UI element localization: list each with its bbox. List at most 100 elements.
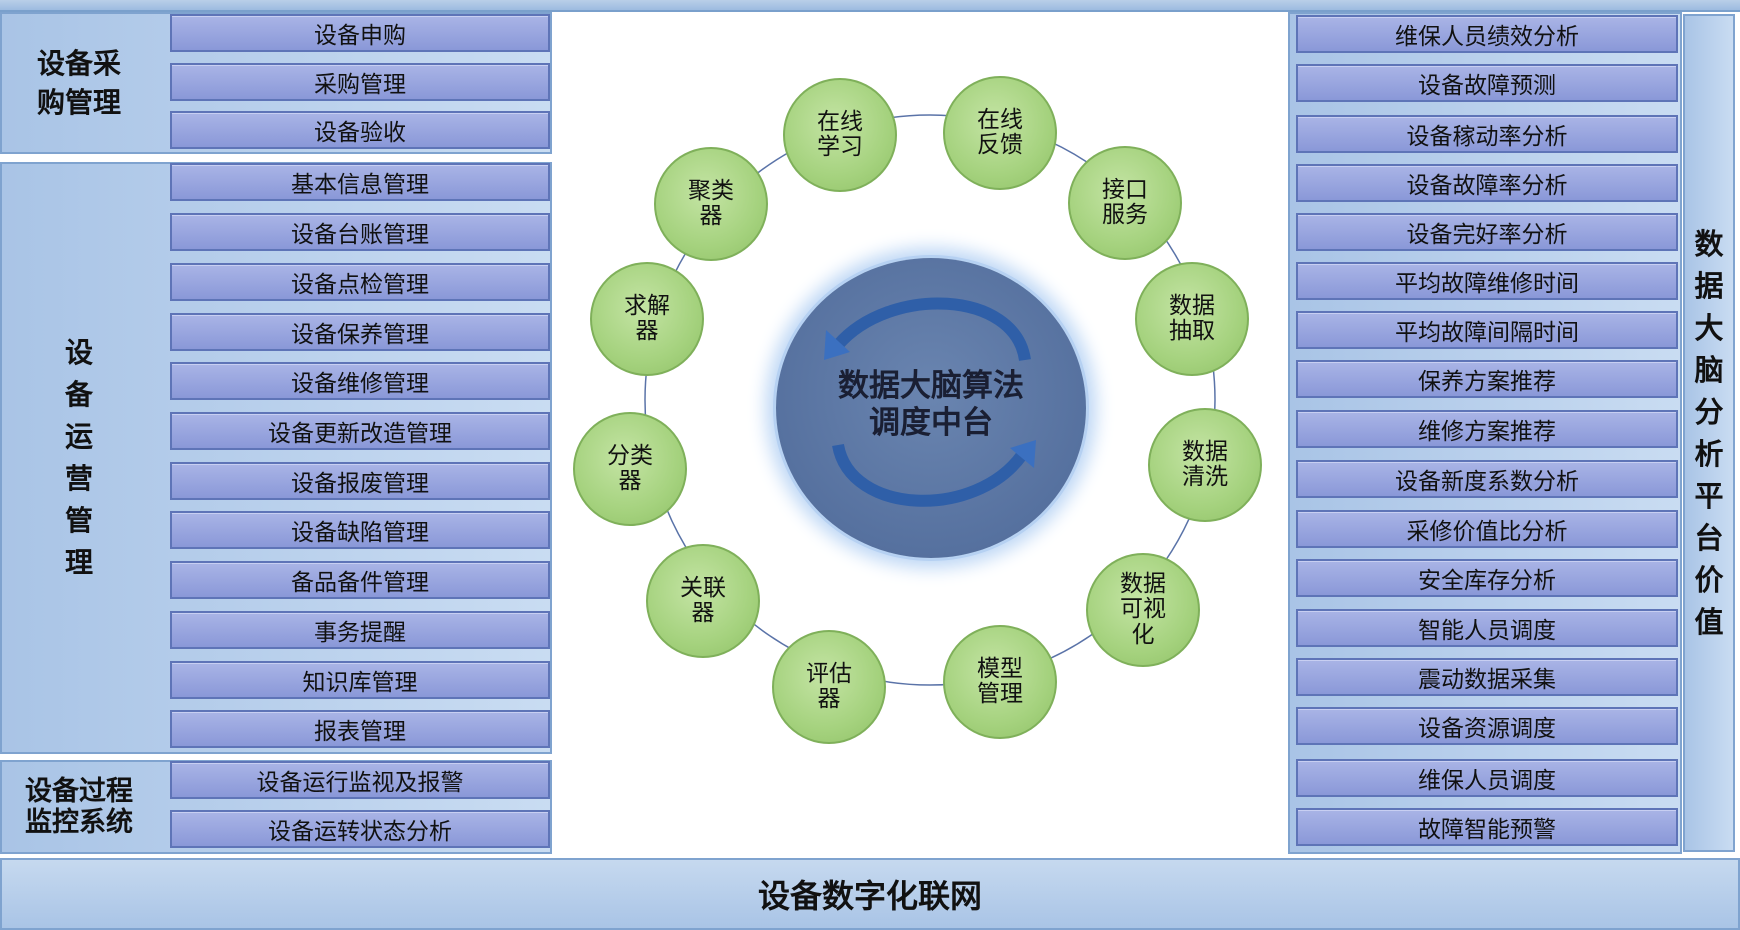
analysis-item-integrity-rate[interactable]: 设备完好率分析 xyxy=(1296,213,1678,251)
analysis-title-char: 据 xyxy=(1694,268,1724,303)
analysis-item-resource-dispatch[interactable]: 设备资源调度 xyxy=(1296,707,1678,745)
menu-item-basic-info[interactable]: 基本信息管理 xyxy=(170,163,550,201)
analysis-item-maintenance-plan[interactable]: 保养方案推荐 xyxy=(1296,360,1678,398)
node-label-line: 器 xyxy=(635,318,659,344)
node-label-line: 清洗 xyxy=(1182,464,1228,490)
analysis-item-value-ratio[interactable]: 采修价值比分析 xyxy=(1296,510,1678,548)
menu-item-inspection[interactable]: 设备点检管理 xyxy=(170,263,550,301)
operation-title-char: 管 xyxy=(64,504,93,537)
procurement-group-title: 设备采 购管理 xyxy=(2,14,156,152)
operation-title-char: 理 xyxy=(64,546,93,579)
analysis-platform-title: 数 据 大 脑 分 析 平 台 价 值 xyxy=(1683,14,1735,852)
node-label-line: 分类 xyxy=(607,442,653,469)
node-evaluator[interactable]: 评估 器 xyxy=(772,630,886,744)
menu-item-equipment-acceptance[interactable]: 设备验收 xyxy=(170,111,550,149)
node-clusterer[interactable]: 聚类 器 xyxy=(654,147,768,261)
node-label-line: 器 xyxy=(691,600,715,626)
analysis-item-smart-staff-dispatch[interactable]: 智能人员调度 xyxy=(1296,609,1678,647)
node-label-line: 在线 xyxy=(977,106,1023,133)
digital-network-title: 设备数字化联网 xyxy=(757,877,982,915)
monitoring-group-title: 设备过程 监控系统 xyxy=(2,762,156,852)
procurement-title-line: 购管理 xyxy=(36,86,121,119)
analysis-title-char: 数 xyxy=(1694,226,1724,261)
node-label-line: 接口 xyxy=(1102,176,1148,203)
menu-item-reminders[interactable]: 事务提醒 xyxy=(170,611,550,649)
node-model-management[interactable]: 模型 管理 xyxy=(943,625,1057,739)
algorithm-hub-title: 数据大脑算法 调度中台 xyxy=(776,360,1086,450)
hub-title-line: 数据大脑算法 xyxy=(838,367,1024,404)
node-label-line: 求解 xyxy=(624,292,670,319)
menu-item-spare-parts[interactable]: 备品备件管理 xyxy=(170,561,550,599)
node-interface-service[interactable]: 接口 服务 xyxy=(1068,146,1182,260)
node-label-line: 服务 xyxy=(1102,202,1148,228)
node-data-cleaning[interactable]: 数据 清洗 xyxy=(1148,408,1262,522)
analysis-title-char: 脑 xyxy=(1694,352,1724,387)
node-label-line: 评估 xyxy=(806,660,852,687)
node-label-line: 学习 xyxy=(817,134,863,160)
analysis-item-fault-prediction[interactable]: 设备故障预测 xyxy=(1296,64,1678,102)
analysis-title-char: 析 xyxy=(1694,437,1724,471)
node-data-visualization[interactable]: 数据 可视 化 xyxy=(1086,553,1200,667)
menu-item-repair[interactable]: 设备维修管理 xyxy=(170,362,550,400)
analysis-title-char: 大 xyxy=(1694,310,1724,345)
operation-group-title: 设 备 运 营 管 理 xyxy=(2,164,156,752)
node-label-line: 管理 xyxy=(977,681,1023,707)
digital-network-bar: 设备数字化联网 xyxy=(0,858,1740,930)
menu-item-procurement-request[interactable]: 设备申购 xyxy=(170,14,550,52)
node-label-line: 器 xyxy=(699,203,723,229)
node-label-line: 关联 xyxy=(680,574,726,601)
menu-item-renovation[interactable]: 设备更新改造管理 xyxy=(170,412,550,450)
menu-item-running-status-analysis[interactable]: 设备运转状态分析 xyxy=(170,810,550,848)
analysis-item-mtbf[interactable]: 平均故障间隔时间 xyxy=(1296,311,1678,349)
analysis-item-staff-performance[interactable]: 维保人员绩效分析 xyxy=(1296,15,1678,53)
top-border-bar xyxy=(0,0,1740,12)
node-label-line: 器 xyxy=(618,468,642,494)
menu-item-scrapping[interactable]: 设备报废管理 xyxy=(170,462,550,500)
operation-group xyxy=(0,162,552,754)
monitoring-title-line: 监控系统 xyxy=(25,807,133,838)
analysis-item-vibration-data[interactable]: 震动数据采集 xyxy=(1296,658,1678,696)
operation-title-char: 设 xyxy=(64,336,93,369)
node-label-line: 模型 xyxy=(977,655,1023,682)
operation-title-char: 备 xyxy=(64,378,93,411)
menu-item-procurement-management[interactable]: 采购管理 xyxy=(170,63,550,101)
hub-title-line: 调度中台 xyxy=(869,405,993,441)
node-associator[interactable]: 关联 器 xyxy=(646,544,760,658)
menu-item-knowledge-base[interactable]: 知识库管理 xyxy=(170,661,550,699)
operation-title-char: 运 xyxy=(64,420,93,453)
procurement-title-line: 设备采 xyxy=(36,46,121,80)
node-label-line: 数据 xyxy=(1169,292,1215,319)
analysis-title-char: 台 xyxy=(1694,521,1724,556)
node-label-line: 数据 xyxy=(1120,571,1166,598)
monitoring-title-line: 设备过程 xyxy=(25,775,133,807)
node-label-line: 聚类 xyxy=(688,177,734,204)
node-label-line: 反馈 xyxy=(977,132,1023,158)
analysis-item-mttr[interactable]: 平均故障维修时间 xyxy=(1296,262,1678,300)
node-label-line: 抽取 xyxy=(1169,318,1215,344)
node-solver[interactable]: 求解 器 xyxy=(590,262,704,376)
analysis-item-utilization-rate[interactable]: 设备稼动率分析 xyxy=(1296,115,1678,153)
analysis-item-safety-stock[interactable]: 安全库存分析 xyxy=(1296,559,1678,597)
node-data-extraction[interactable]: 数据 抽取 xyxy=(1135,262,1249,376)
menu-item-ledger[interactable]: 设备台账管理 xyxy=(170,213,550,251)
analysis-item-repair-plan[interactable]: 维修方案推荐 xyxy=(1296,410,1678,448)
node-classifier[interactable]: 分类 器 xyxy=(573,412,687,526)
node-label-line: 在线 xyxy=(817,108,863,135)
node-online-feedback[interactable]: 在线 反馈 xyxy=(943,76,1057,190)
node-label-line: 可视 xyxy=(1120,596,1166,623)
analysis-title-char: 价 xyxy=(1694,563,1724,598)
operation-title-char: 营 xyxy=(64,462,93,495)
menu-item-runtime-monitoring[interactable]: 设备运行监视及报警 xyxy=(170,761,550,799)
analysis-title-char: 平 xyxy=(1694,479,1724,514)
node-label-line: 器 xyxy=(817,686,841,712)
menu-item-maintenance[interactable]: 设备保养管理 xyxy=(170,313,550,351)
analysis-item-fault-warning[interactable]: 故障智能预警 xyxy=(1296,808,1678,846)
menu-item-defects[interactable]: 设备缺陷管理 xyxy=(170,511,550,549)
menu-item-reports[interactable]: 报表管理 xyxy=(170,710,550,748)
node-online-learning[interactable]: 在线 学习 xyxy=(783,78,897,192)
analysis-item-newness-coefficient[interactable]: 设备新度系数分析 xyxy=(1296,460,1678,498)
analysis-item-staff-dispatch[interactable]: 维保人员调度 xyxy=(1296,759,1678,797)
analysis-title-char: 值 xyxy=(1694,605,1724,640)
analysis-item-failure-rate[interactable]: 设备故障率分析 xyxy=(1296,164,1678,202)
